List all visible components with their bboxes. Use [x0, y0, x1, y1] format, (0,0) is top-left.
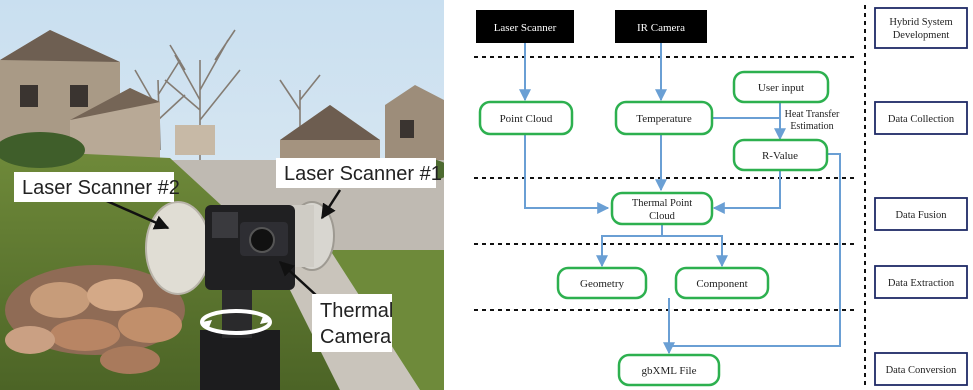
field-photo: Laser Scanner #2 Laser Scanner #1 Therma… [0, 0, 444, 390]
bush [0, 132, 85, 168]
arrow-laser-scanner-1 [320, 189, 342, 220]
stage-data-collection-label: Data Collection [888, 114, 955, 125]
stage-data-fusion-label: Data Fusion [895, 210, 947, 221]
callout-thermal-label-line2: Camera [320, 326, 392, 348]
stage-data-extraction-label: Data Extraction [888, 278, 955, 289]
node-r-value: R-Value [732, 138, 829, 172]
node-user-input: User input [732, 70, 830, 104]
source-laser-scanner: Laser Scanner [476, 10, 574, 43]
process-nodes: Point Cloud Temperature User input R-Val… [478, 70, 830, 387]
node-geometry-label: Geometry [580, 278, 624, 290]
node-geometry: Geometry [556, 266, 648, 300]
stage-data-conversion: Data Conversion [874, 352, 968, 386]
node-point-cloud: Point Cloud [478, 100, 574, 136]
callout-laser-scanner-2: Laser Scanner #2 [14, 172, 180, 202]
callout-laser-scanner-1-label: Laser Scanner #1 [284, 163, 442, 185]
node-component-label: Component [696, 278, 747, 290]
callout-laser-scanner-1: Laser Scanner #1 [276, 158, 442, 188]
node-point-cloud-label: Point Cloud [500, 113, 553, 125]
stage-hybrid-line2: Development [893, 30, 950, 41]
edge-label-heat-transfer: Heat Transfer Estimation [785, 109, 840, 132]
node-component: Component [674, 266, 770, 300]
edge-label-line1: Heat Transfer [785, 109, 840, 120]
stage-labels: Hybrid System Development Data Collectio… [874, 7, 968, 386]
workflow-diagram: Laser Scanner IR Camera Point Cloud [474, 5, 968, 388]
stage-hybrid-line1: Hybrid System [889, 17, 952, 28]
node-r-value-label: R-Value [762, 150, 798, 162]
callout-thermal-label-line1: Thermal [320, 300, 393, 322]
source-laser-scanner-label: Laser Scanner [494, 22, 557, 34]
stage-data-conversion-label: Data Conversion [886, 365, 958, 376]
node-gbxml-file: gbXML File [617, 353, 721, 387]
edge-label-line2: Estimation [790, 121, 833, 132]
stage-data-extraction: Data Extraction [874, 265, 968, 299]
source-ir-camera-label: IR Camera [637, 22, 685, 34]
stage-hybrid-system-development: Hybrid System Development [874, 7, 968, 49]
arrow-laser-scanner-2 [99, 196, 170, 230]
arrow-fusion-to-component [662, 235, 728, 268]
node-thermal-point-cloud-label-line2: Cloud [649, 211, 675, 222]
arrow-fusion-to-geometry [596, 224, 663, 268]
callout-laser-scanner-2-label: Laser Scanner #2 [22, 177, 180, 199]
arrow-r-value-to-fusion [712, 170, 781, 214]
node-thermal-point-cloud-label-line1: Thermal Point [632, 198, 692, 209]
stage-data-fusion: Data Fusion [874, 197, 968, 231]
node-thermal-point-cloud: Thermal Point Cloud [610, 191, 714, 226]
arrow-point-cloud-to-fusion [524, 135, 610, 214]
rock-pile [5, 265, 185, 374]
node-temperature-label: Temperature [636, 113, 692, 125]
stage-data-collection: Data Collection [874, 101, 968, 135]
flow-arrows [519, 43, 841, 355]
source-ir-camera: IR Camera [615, 10, 707, 43]
node-temperature: Temperature [614, 100, 714, 136]
node-user-input-label: User input [758, 82, 804, 94]
houses [0, 30, 444, 170]
callout-thermal-camera: Thermal Camera [312, 294, 393, 352]
node-gbxml-file-label: gbXML File [642, 365, 697, 377]
arrow-r-value-to-gbxml [669, 153, 841, 347]
